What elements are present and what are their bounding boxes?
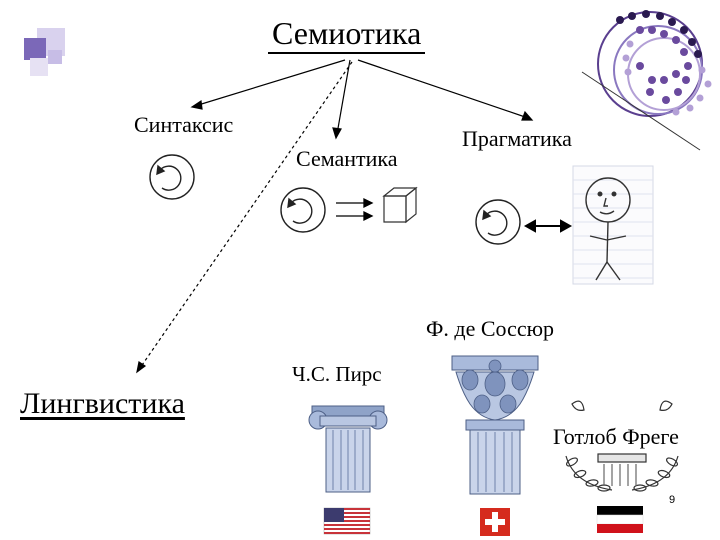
german-empire-flag-icon <box>596 506 644 533</box>
implication-arrows <box>336 197 374 222</box>
swiss-flag-icon <box>480 508 510 536</box>
saussure-label: Ф. де Соссюр <box>426 316 555 341</box>
circles-ornament-icon <box>581 10 712 151</box>
linguistics-label: Лингвистика <box>20 387 185 420</box>
decorative-squares-icon <box>24 28 65 76</box>
rotation-cycle-icon <box>149 154 195 200</box>
tree-arrows <box>136 59 534 374</box>
diagram-title: Семиотика <box>268 14 426 54</box>
branch-syntax-label: Синтаксис <box>134 112 234 137</box>
branch-semantics-label: Семантика <box>296 146 398 171</box>
rotation-cycle-icon <box>475 199 521 245</box>
cube-icon <box>382 186 418 224</box>
page-number: 9 <box>669 494 676 506</box>
frege-label: Готлоб Фреге <box>551 424 681 450</box>
us-flag-icon <box>323 507 371 535</box>
corinthian-column-icon <box>451 355 539 495</box>
ionic-column-icon <box>308 405 388 493</box>
peirce-label: Ч.С. Пирс <box>292 362 382 386</box>
stick-figure-icon <box>572 165 654 285</box>
laurel-wreath-icon <box>565 400 679 492</box>
bidirectional-arrow <box>523 219 573 233</box>
branch-pragmatics-label: Прагматика <box>462 126 572 151</box>
rotation-cycle-icon <box>280 187 326 233</box>
